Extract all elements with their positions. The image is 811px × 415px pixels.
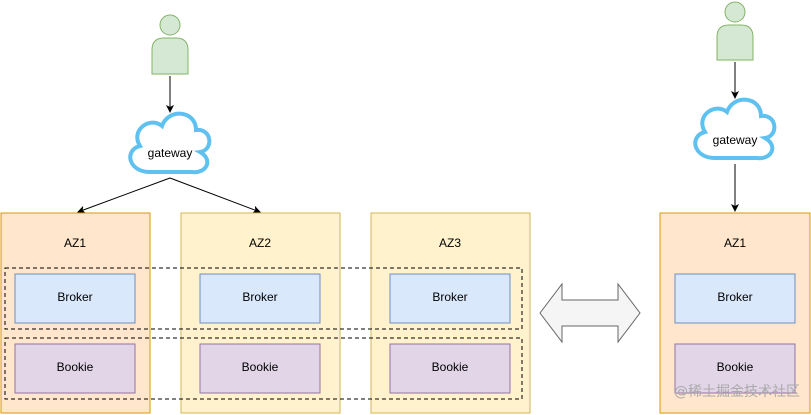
right-diagram: gateway AZ1 Broker Bookie [659,1,811,414]
bookie-node [14,343,136,394]
broker-layer-outline [4,267,523,330]
bookie-node [389,343,511,394]
connector-gateway-az2 [169,177,261,214]
broker-label: Broker [717,290,752,304]
user-icon [716,1,754,61]
watermark: @稀土掘金技术社区 [674,384,800,400]
broker-label: Broker [432,290,467,304]
zone-label: AZ1 [64,236,86,250]
gateway-cloud: gateway [128,111,212,175]
broker-node [389,273,511,324]
broker-label: Broker [242,290,277,304]
left-diagram: gateway AZ1 Broker Bookie AZ2 Broker Boo… [0,14,531,414]
zone-label: AZ1 [724,236,746,250]
zone-label: AZ2 [249,236,271,250]
gateway-label: gateway [148,146,193,160]
zone-az1: AZ1 Broker Bookie [0,212,151,414]
bookie-label: Bookie [57,360,94,374]
zone-az2: AZ2 Broker Bookie [180,212,341,414]
bookie-label: Bookie [717,360,754,374]
gateway-label: gateway [713,133,758,147]
double-arrow-icon [539,282,641,344]
gateway-cloud: gateway [693,97,777,161]
zone-label: AZ3 [439,236,461,250]
user-icon [151,14,189,75]
zone-az1: AZ1 Broker Bookie [659,212,811,414]
broker-label: Broker [57,290,92,304]
bookie-label: Bookie [432,360,469,374]
broker-node [674,273,796,324]
broker-node [14,273,136,324]
bookie-node [199,343,321,394]
cloud-icon [128,111,212,175]
connector-gateway-az1 [77,177,171,214]
cloud-icon [693,97,777,161]
zone-az3: AZ3 Broker Bookie [370,212,531,414]
bookie-layer-outline [4,337,523,400]
bookie-node [674,343,796,394]
broker-node [199,273,321,324]
bookie-label: Bookie [242,360,279,374]
